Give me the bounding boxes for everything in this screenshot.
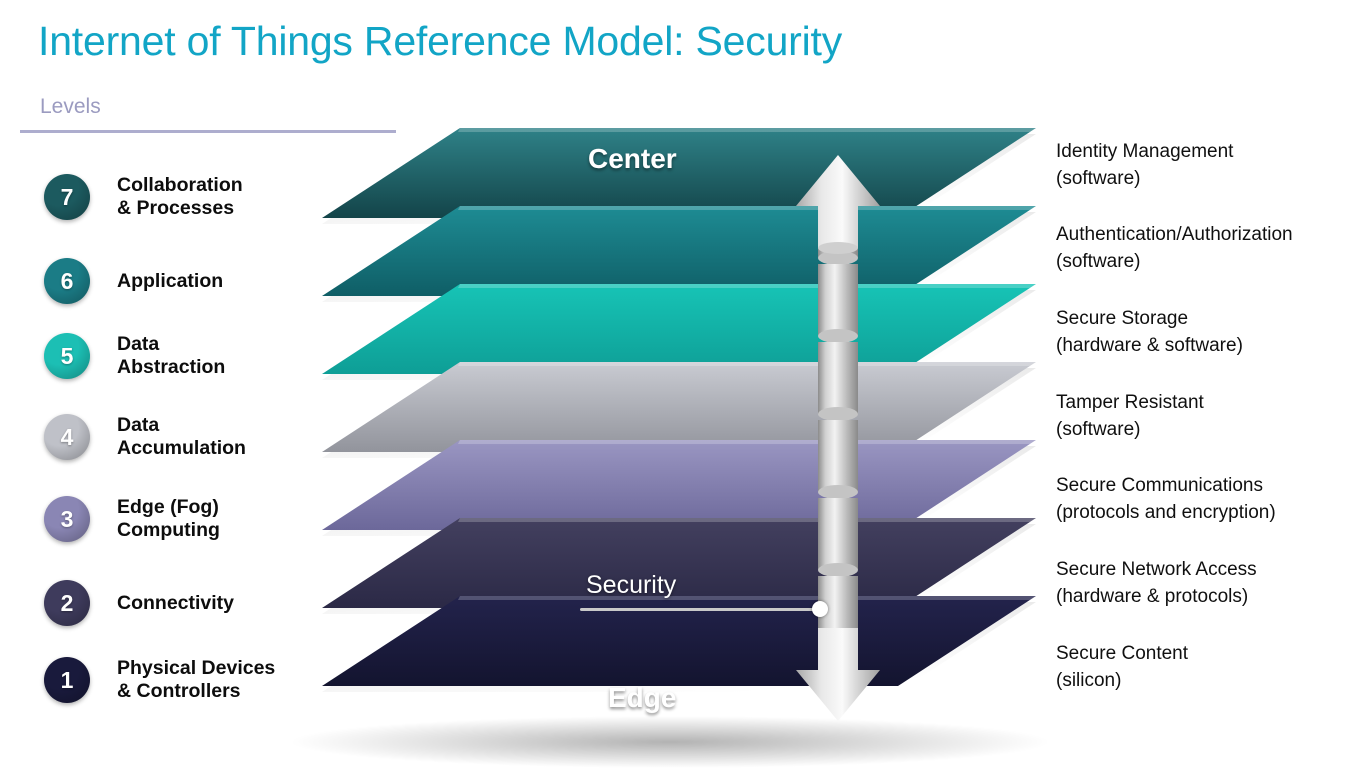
level-badge-1: 1 [44, 657, 90, 703]
capability-title: Authentication/Authorization [1056, 224, 1293, 245]
level-label-7: Collaboration & Processes [117, 174, 243, 219]
layer-plane-3 [322, 440, 1036, 536]
security-rod-segment [818, 186, 858, 265]
capability-detail: (software) [1056, 418, 1141, 440]
level-label-2: Connectivity [117, 591, 235, 614]
caption-center: Center [588, 143, 677, 174]
level-row-3[interactable]: 3 Edge (Fog) Computing [44, 496, 220, 542]
security-callout-label: Security [586, 571, 677, 599]
level-label-5: Data Abstraction [117, 333, 226, 378]
level-badge-3: 3 [44, 496, 90, 542]
security-capability-label: Secure Storage (hardware & software) [1056, 306, 1243, 360]
level-row-4[interactable]: 4 Data Accumulation [44, 414, 246, 460]
capability-title: Secure Content [1056, 643, 1189, 664]
level-row-7[interactable]: 7 Collaboration & Processes [44, 174, 243, 220]
security-capability-label: Authentication/Authorization (software) [1056, 222, 1293, 276]
stack-ground-shadow [290, 716, 1050, 768]
security-callout: Security [580, 571, 828, 617]
security-capability-labels: Identity Management(software)Authenticat… [1056, 0, 1371, 769]
capability-detail: (hardware & software) [1056, 334, 1243, 356]
page-title: Internet of Things Reference Model: Secu… [38, 18, 843, 64]
layer-plane-6 [322, 206, 1036, 302]
security-leader-dot [812, 601, 828, 617]
up-arrow-icon [796, 155, 880, 254]
security-rod-segment [818, 264, 858, 343]
level-row-1[interactable]: 1 Physical Devices & Controllers [44, 657, 275, 703]
capability-title: Secure Communications [1056, 475, 1263, 496]
layer-plane-7 [322, 128, 1036, 224]
level-label-6: Application [117, 269, 224, 292]
capability-title: Secure Network Access [1056, 559, 1257, 580]
security-leader-line [580, 608, 820, 611]
level-badge-2: 2 [44, 580, 90, 626]
capability-title: Secure Storage [1056, 308, 1189, 329]
level-badge-5: 5 [44, 333, 90, 379]
layer-plane-5 [322, 284, 1036, 380]
security-capability-label: Tamper Resistant (software) [1056, 390, 1204, 444]
down-arrow-icon [796, 628, 880, 721]
security-rod-segment [818, 420, 858, 499]
level-row-6[interactable]: 6 Application [44, 258, 223, 304]
level-badge-6: 6 [44, 258, 90, 304]
security-rod-segment [818, 342, 858, 421]
capability-detail: (silicon) [1056, 669, 1122, 691]
caption-edge: Edge [608, 682, 677, 713]
level-badge-7: 7 [44, 174, 90, 220]
level-row-5[interactable]: 5 Data Abstraction [44, 333, 225, 379]
capability-title: Identity Management [1056, 141, 1234, 162]
security-capability-label: Secure Communications (protocols and encr… [1056, 473, 1276, 527]
layer-plane-4 [322, 362, 1036, 458]
capability-title: Tamper Resistant [1056, 392, 1204, 413]
capability-detail: (protocols and encryption) [1056, 501, 1276, 523]
capability-detail: (software) [1056, 250, 1141, 272]
capability-detail: (software) [1056, 167, 1141, 189]
security-capability-label: Secure Network Access (hardware & protoco… [1056, 557, 1257, 611]
level-label-3: Edge (Fog) Computing [117, 496, 220, 541]
capability-detail: (hardware & protocols) [1056, 585, 1249, 607]
security-rod-segment [818, 498, 858, 577]
security-capability-label: Secure Content (silicon) [1056, 641, 1188, 695]
level-badge-4: 4 [44, 414, 90, 460]
security-capability-label: Identity Management (software) [1056, 139, 1233, 193]
level-label-4: Data Accumulation [117, 414, 246, 459]
levels-divider [20, 130, 396, 133]
level-row-2[interactable]: 2 Connectivity [44, 580, 234, 626]
level-label-1: Physical Devices & Controllers [117, 657, 276, 702]
layer-plane-2 [322, 518, 1036, 614]
levels-header: Levels [40, 95, 101, 118]
